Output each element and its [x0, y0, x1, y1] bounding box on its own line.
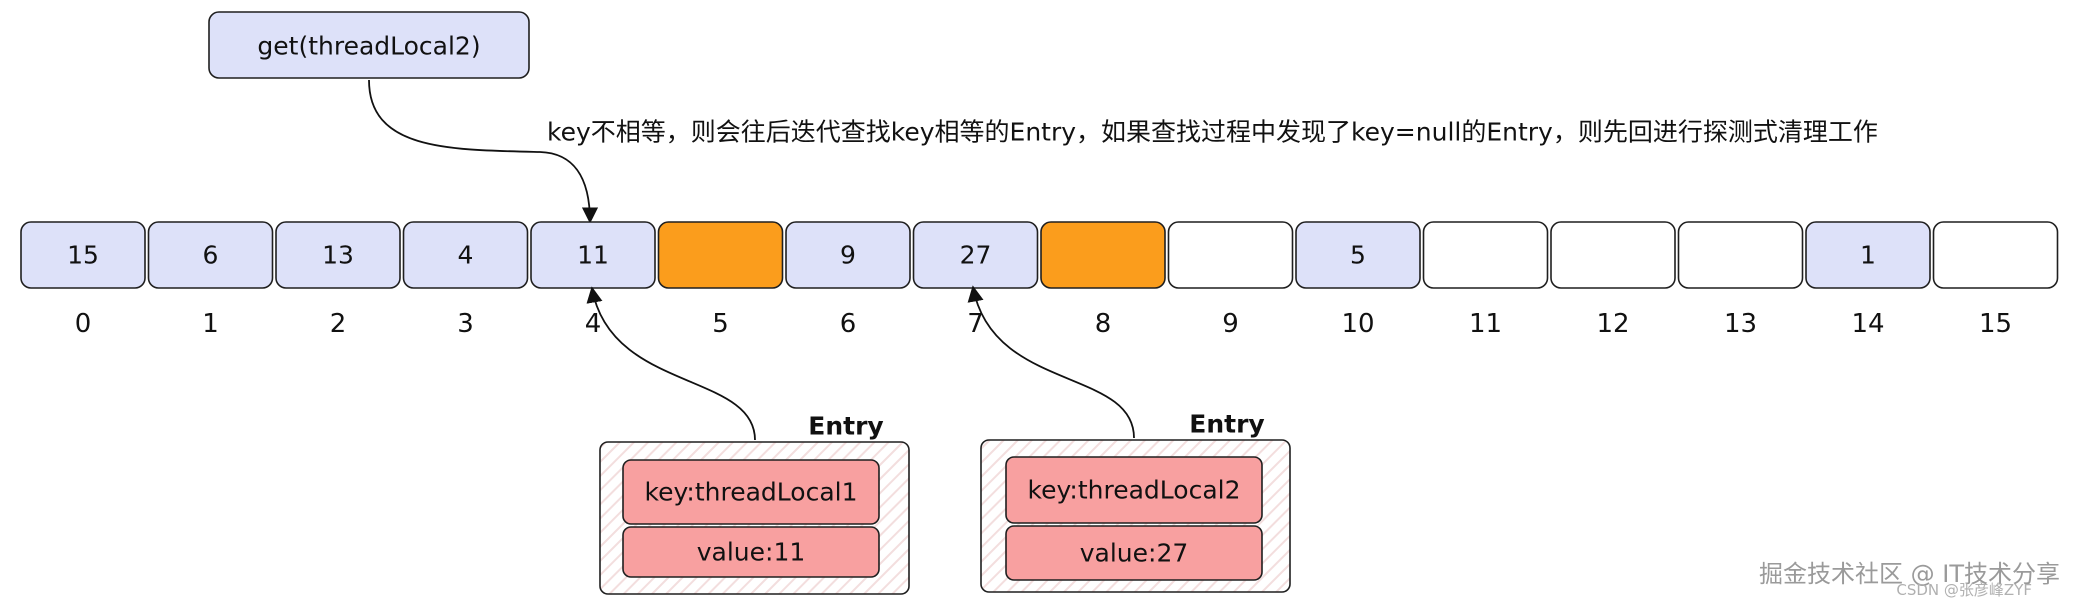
table-index-14: 14 [1851, 309, 1884, 339]
table-cell-value-3: 4 [458, 241, 474, 270]
entry-box-1: Entry key:threadLocal1 value:11 [599, 412, 910, 595]
table-cell-2 [275, 221, 401, 289]
table-index-1: 1 [202, 309, 219, 339]
entry-key-field-2 [1005, 456, 1263, 524]
table-cell-6 [785, 221, 911, 289]
table-cell-15 [1932, 221, 2059, 289]
table-index-8: 8 [1095, 309, 1112, 339]
table-index-13: 13 [1724, 309, 1757, 339]
table-cell-5 [657, 221, 784, 289]
entry-value-2: value:27 [1080, 539, 1189, 568]
entry-value-field-2 [1005, 525, 1263, 581]
entry-key-2: key:threadLocal2 [1027, 476, 1240, 505]
table-index-3: 3 [457, 309, 474, 339]
table-cell-value-4: 11 [577, 241, 609, 270]
table-cell-value-1: 6 [203, 241, 219, 270]
entry-2-arrow [967, 285, 1135, 439]
table-cell-10 [1295, 221, 1421, 289]
table-cell-value-6: 9 [840, 241, 856, 270]
table-cell-value-10: 5 [1350, 241, 1366, 270]
table-cell-11 [1422, 221, 1549, 289]
table-index-4: 4 [585, 309, 602, 339]
get-call-box: get(threadLocal2) [208, 11, 530, 79]
annotation-text: key不相等，则会往后迭代查找key相等的Entry，如果查找过程中发现了key… [547, 118, 1878, 147]
entry-value-1: value:11 [697, 538, 806, 567]
table-cell-1 [147, 221, 274, 289]
table-cell-0 [20, 221, 146, 289]
table-cell-12 [1550, 221, 1676, 289]
watermark-main: 掘金技术社区 @ IT技术分享 [1759, 560, 2060, 588]
table-index-0: 0 [75, 309, 92, 339]
table-cell-value-7: 27 [960, 241, 992, 270]
entry-key-field-1 [622, 459, 880, 525]
table-cell-value-0: 15 [67, 241, 99, 270]
table-cell-value-2: 13 [322, 241, 354, 270]
table-index-12: 12 [1596, 309, 1629, 339]
get-call-label: get(threadLocal2) [257, 32, 480, 61]
entry-value-field-1 [622, 526, 880, 578]
call-arrow [368, 79, 599, 224]
table-cell-9 [1167, 221, 1294, 289]
entry-1-arrow [586, 286, 756, 441]
entry-box-2: Entry key:threadLocal2 value:27 [980, 410, 1291, 593]
table-index-2: 2 [330, 309, 347, 339]
watermark-sub: CSDN @张彦峰ZYF [1896, 581, 2032, 599]
table-index-15: 15 [1979, 309, 2012, 339]
entry-title-2: Entry [1189, 410, 1264, 439]
table-index-10: 10 [1341, 309, 1374, 339]
table-index-5: 5 [712, 309, 729, 339]
table-cell-13 [1677, 221, 1804, 289]
table-index-11: 11 [1469, 309, 1502, 339]
table-cell-value-14: 1 [1860, 241, 1876, 270]
table-cell-8 [1040, 221, 1166, 289]
table-index-6: 6 [840, 309, 857, 339]
table-cell-3 [402, 221, 529, 289]
entry-key-1: key:threadLocal1 [644, 478, 857, 507]
entry-title-1: Entry [808, 412, 883, 441]
table-index-9: 9 [1222, 309, 1239, 339]
table-cell-14 [1805, 221, 1931, 289]
table-index-7: 7 [967, 309, 984, 339]
